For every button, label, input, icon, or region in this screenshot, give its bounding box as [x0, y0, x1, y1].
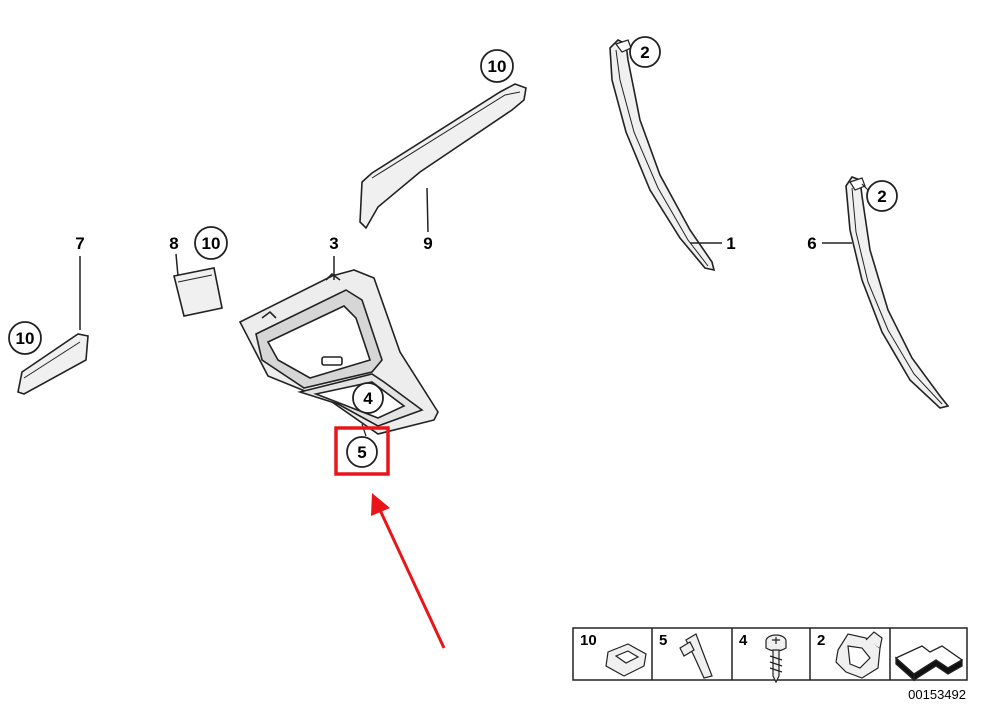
label-3: 3: [329, 234, 338, 253]
cover-part-8: [173, 267, 223, 317]
label-8: 8: [169, 234, 178, 253]
spring-clip-icon: [679, 633, 713, 679]
label-9: 9: [423, 234, 432, 253]
leader-line-9: [426, 187, 429, 233]
legend-label-4: 4: [739, 632, 748, 649]
label-1: 1: [726, 234, 735, 253]
leader-line-2-right: [861, 183, 869, 191]
pillar-clip-right: [849, 177, 866, 191]
legend-label-5: 5: [659, 632, 667, 649]
label-6: 6: [807, 234, 816, 253]
callout-4: 4: [352, 382, 384, 414]
pillar-trim-part-6: [845, 176, 950, 409]
leader-line-5: [361, 423, 367, 437]
svg-text:10: 10: [202, 234, 221, 253]
callout-2-right: 2: [866, 180, 898, 212]
bracket-clip-icon: [835, 631, 883, 679]
callout-10-top: 10: [480, 49, 514, 83]
pillar-trim-part-1: [609, 39, 716, 272]
legend-label-2: 2: [817, 632, 825, 649]
console-frame-part-3: [238, 269, 439, 435]
part-code: 00153492: [908, 687, 966, 702]
direction-arrow-icon: [894, 645, 964, 682]
highlight-box: [334, 426, 390, 476]
trim-strip-part-9: [359, 83, 527, 230]
callout-10-mid: 10: [194, 226, 228, 260]
svg-text:5: 5: [357, 443, 366, 462]
clip-icon: [605, 643, 647, 677]
svg-text:4: 4: [363, 389, 373, 408]
callout-2-top: 2: [629, 36, 661, 68]
highlight-arrow: [371, 493, 446, 649]
svg-text:10: 10: [488, 57, 507, 76]
label-7: 7: [75, 234, 84, 253]
leader-line-8: [175, 253, 179, 277]
legend-strip: 10 5 4 2: [572, 627, 968, 684]
svg-text:2: 2: [877, 187, 886, 206]
svg-text:2: 2: [640, 43, 649, 62]
svg-text:10: 10: [16, 329, 35, 348]
legend-label-10: 10: [580, 632, 597, 649]
screw-icon: [765, 634, 787, 684]
callout-5: 5: [346, 436, 378, 468]
trim-piece-part-7: [17, 333, 89, 395]
callout-10-left: 10: [8, 321, 42, 355]
